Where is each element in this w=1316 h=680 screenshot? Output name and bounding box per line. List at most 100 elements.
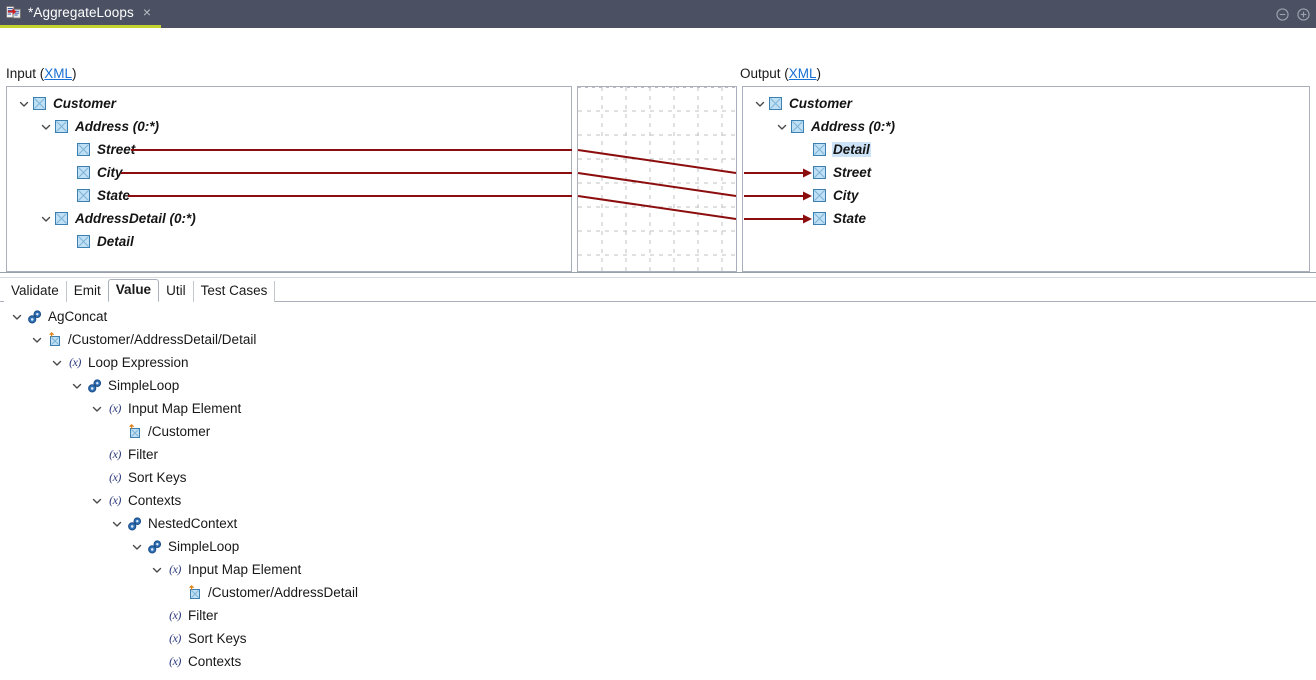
minimize-icon[interactable]	[1276, 7, 1289, 21]
output-label-suffix: )	[816, 66, 822, 81]
output-tree-node[interactable]: State	[743, 207, 1309, 230]
expression-tree-node[interactable]: (x)Filter	[0, 443, 1316, 466]
input-tree-node[interactable]: State	[7, 184, 571, 207]
input-tree-node-label: AddressDetail (0:*)	[75, 211, 196, 226]
schema-element-icon	[77, 235, 90, 248]
input-tree-node[interactable]: Customer	[7, 92, 571, 115]
tab-emit[interactable]: Emit	[65, 281, 109, 302]
tab-validate[interactable]: Validate	[4, 281, 67, 302]
expression-tree-node[interactable]: NestedContext	[0, 512, 1316, 535]
expression-tree-node[interactable]: (x) Contexts	[0, 650, 1316, 673]
input-xml-link[interactable]: XML	[44, 66, 73, 81]
expression-tree-node[interactable]: /Customer	[0, 420, 1316, 443]
schema-element-icon	[77, 189, 90, 202]
document-tab-title: *AggregateLoops	[28, 5, 134, 20]
input-tree-node[interactable]: AddressDetail (0:*)	[7, 207, 571, 230]
output-tree-node[interactable]: Detail	[743, 138, 1309, 161]
maximize-icon[interactable]	[1297, 7, 1310, 21]
schema-element-icon	[791, 120, 804, 133]
window-controls	[1276, 0, 1310, 28]
expression-tree-node[interactable]: /Customer/AddressDetail	[0, 581, 1316, 604]
input-tree-node-label: Address (0:*)	[75, 119, 160, 134]
output-tree-node[interactable]: City	[743, 184, 1309, 207]
chevron-down-icon[interactable]	[90, 494, 104, 508]
gears-icon	[27, 309, 43, 325]
chevron-down-icon[interactable]	[150, 563, 164, 577]
expression-tree-node[interactable]: (x)Sort Keys	[0, 466, 1316, 489]
tab-test-cases[interactable]: Test Cases	[192, 281, 276, 302]
schema-element-icon	[813, 143, 826, 156]
mapping-canvas[interactable]	[577, 86, 737, 272]
output-tree-node-label: Street	[833, 165, 872, 180]
schema-element-icon	[813, 166, 826, 179]
expression-tree-node[interactable]: (x)Loop Expression	[0, 351, 1316, 374]
fx-icon: (x)	[169, 654, 181, 668]
chevron-down-icon[interactable]	[110, 517, 124, 531]
chevron-down-icon[interactable]	[10, 310, 24, 324]
map-target-icon	[187, 584, 203, 601]
input-tree-node[interactable]: Street	[7, 138, 571, 161]
output-tree-node-label: State	[833, 211, 867, 226]
expression-tree-node-label: Loop Expression	[88, 355, 189, 370]
schema-element-icon	[55, 120, 68, 133]
input-tree-node-label: City	[97, 165, 123, 180]
expression-tree-node[interactable]: SimpleLoop	[0, 374, 1316, 397]
expression-tree-node[interactable]: SimpleLoop	[0, 535, 1316, 558]
expression-tree-node[interactable]: (x) Input Map Element	[0, 558, 1316, 581]
chevron-down-icon[interactable]	[39, 212, 53, 226]
document-tab[interactable]: *AggregateLoops ×	[0, 0, 162, 28]
output-xml-link[interactable]: XML	[788, 66, 817, 81]
output-tree-node[interactable]: Customer	[743, 92, 1309, 115]
fx-icon: (x)	[169, 562, 181, 576]
chevron-down-icon[interactable]	[775, 120, 789, 134]
horizontal-splitter[interactable]	[0, 272, 1316, 278]
mapping-grid	[578, 87, 736, 271]
output-tree-node[interactable]: Address (0:*)	[743, 115, 1309, 138]
chevron-down-icon[interactable]	[50, 356, 64, 370]
input-panel-label: Input (XML)	[6, 66, 77, 81]
expression-tree-node-label: /Customer	[148, 424, 211, 439]
schema-element-icon	[769, 97, 782, 110]
input-label-suffix: )	[72, 66, 77, 81]
schema-element-icon	[813, 189, 826, 202]
schema-element-icon	[77, 143, 90, 156]
chevron-down-icon[interactable]	[17, 97, 31, 111]
output-tree-node-label: Customer	[789, 96, 853, 111]
expression-tree-node-label: NestedContext	[148, 516, 238, 531]
chevron-down-icon[interactable]	[130, 540, 144, 554]
input-tree-node[interactable]: Detail	[7, 230, 571, 253]
chevron-down-icon[interactable]	[90, 402, 104, 416]
schema-element-icon	[55, 212, 68, 225]
tab-value[interactable]: Value	[107, 279, 160, 302]
output-tree-node[interactable]: Street	[743, 161, 1309, 184]
output-tree-node-label: Detail	[832, 142, 871, 157]
input-tree-node[interactable]: City	[7, 161, 571, 184]
expression-tree-node-label: Filter	[188, 608, 218, 623]
expression-tree-node[interactable]: (x)Sort Keys	[0, 627, 1316, 650]
chevron-down-icon[interactable]	[30, 333, 44, 347]
expression-tree-node[interactable]: (x)Contexts	[0, 489, 1316, 512]
expression-tree-node[interactable]: /Customer/AddressDetail/Detail	[0, 328, 1316, 351]
expression-tree[interactable]: AgConcat/Customer/AddressDetail/Detail(x…	[0, 302, 1316, 673]
map-target-icon	[47, 331, 63, 348]
fx-icon: (x)	[109, 470, 121, 484]
expression-tree-node-label: SimpleLoop	[108, 378, 180, 393]
fx-icon: (x)	[169, 631, 181, 645]
expression-tree-node[interactable]: (x)Input Map Element	[0, 397, 1316, 420]
input-tree-node[interactable]: Address (0:*)	[7, 115, 571, 138]
chevron-down-icon[interactable]	[70, 379, 84, 393]
expression-tree-node-label: Contexts	[188, 654, 242, 669]
expression-tree-node[interactable]: (x)Filter	[0, 604, 1316, 627]
expression-tree-node-label: SimpleLoop	[168, 539, 240, 554]
expression-tree-node[interactable]: AgConcat	[0, 305, 1316, 328]
chevron-down-icon[interactable]	[39, 120, 53, 134]
chevron-down-icon[interactable]	[753, 97, 767, 111]
close-icon[interactable]: ×	[142, 3, 152, 20]
expression-tree-node-label: Input Map Element	[188, 562, 302, 577]
tab-util[interactable]: Util	[158, 281, 194, 302]
